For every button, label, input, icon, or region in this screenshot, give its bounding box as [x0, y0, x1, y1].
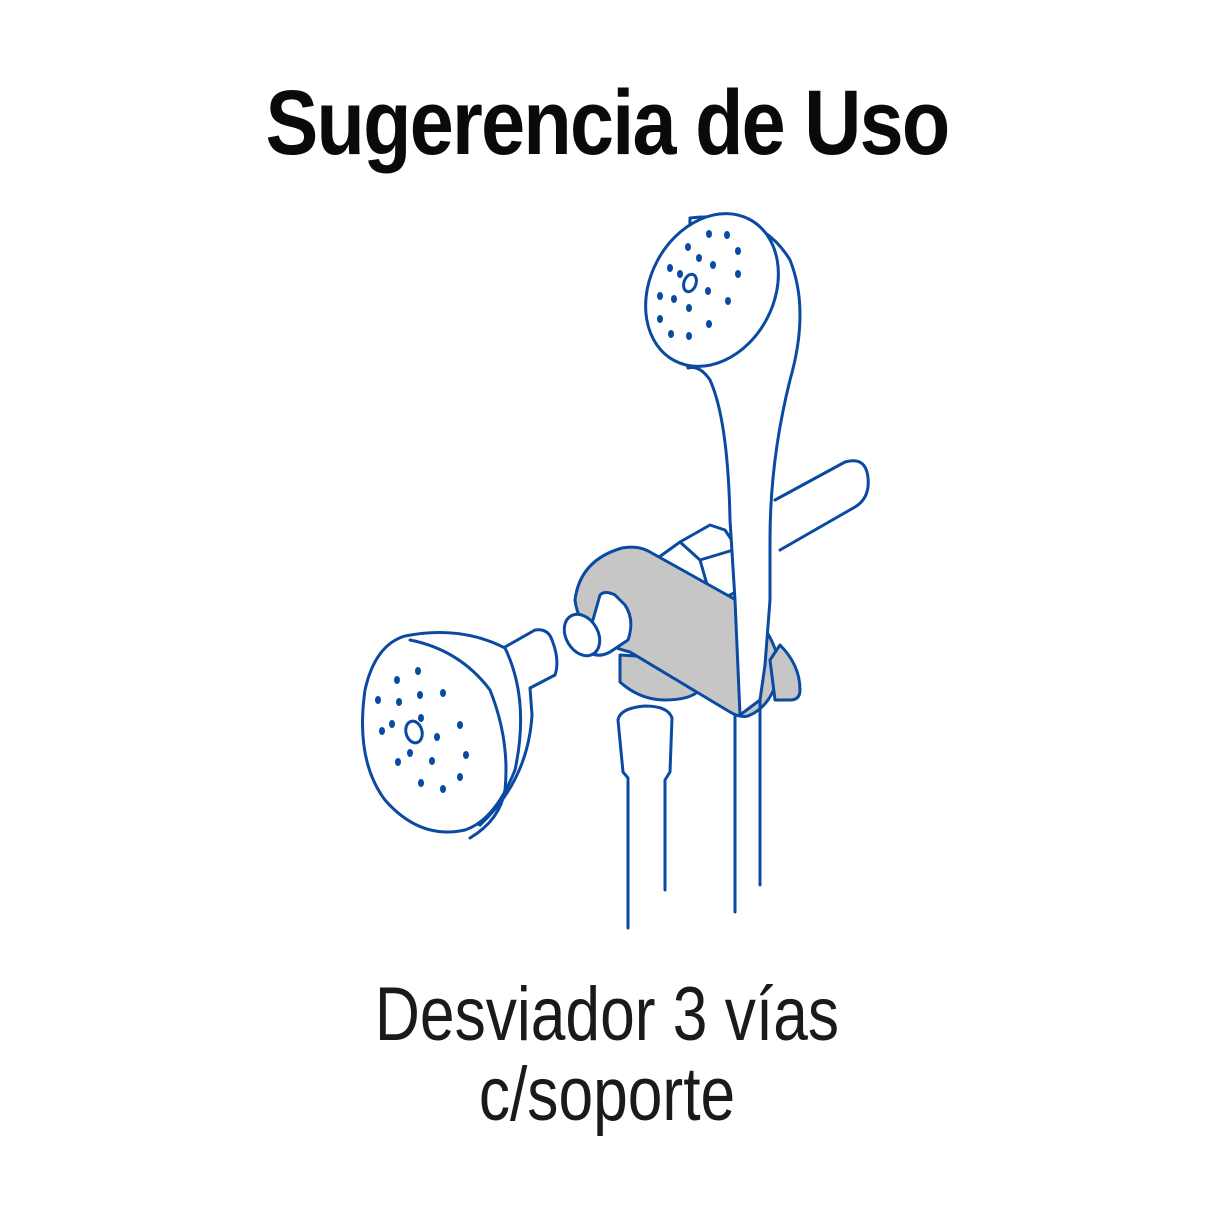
diverter-body-icon [573, 545, 802, 718]
page-title: Sugerencia de Uso [265, 72, 950, 174]
fixed-shower-head-icon [361, 628, 559, 840]
caption-line-2: c/soporte [478, 1052, 736, 1137]
product-caption: Desviador 3 vías c/soporte [109, 975, 1104, 1135]
wall-bar-icon [773, 459, 870, 552]
handheld-shower-icon [644, 212, 802, 717]
caption-line-1: Desviador 3 vías [374, 972, 840, 1057]
spray-holes-icon [375, 667, 469, 793]
connector-icon [562, 591, 633, 658]
handheld-spray-holes-icon [657, 230, 741, 340]
hose-fitting-icon [616, 704, 674, 930]
hose-icon [733, 698, 762, 914]
